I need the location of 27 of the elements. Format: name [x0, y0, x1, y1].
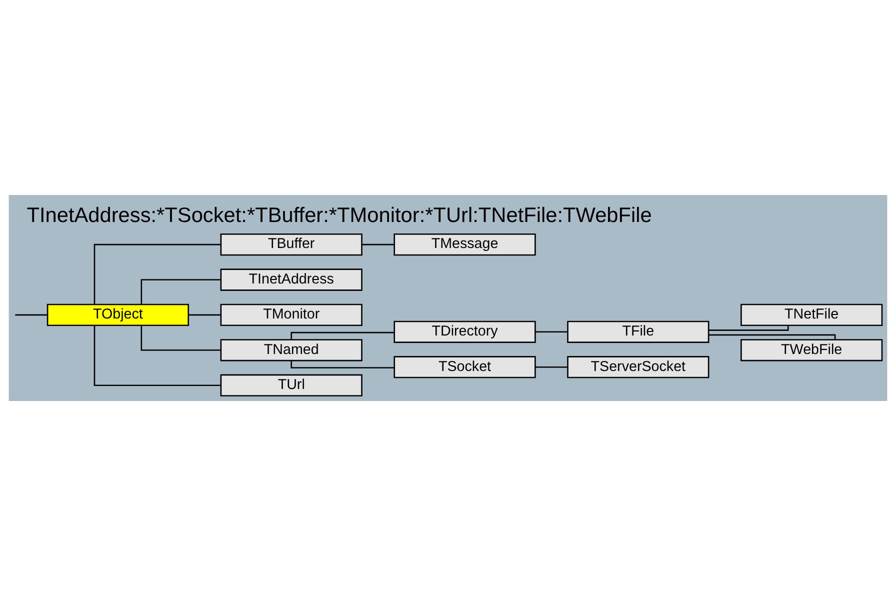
node-box: TMonitor [220, 304, 362, 326]
node-box: TMessage [394, 233, 536, 256]
node-box: TUrl [220, 374, 362, 396]
node-box: TObject [46, 304, 190, 326]
connector [290, 360, 394, 368]
connector [290, 332, 394, 340]
node-box: TWebFile [740, 339, 883, 362]
connector [94, 326, 221, 386]
node-box: TInetAddress [220, 268, 362, 291]
diagram-title: TInetAddress:*TSocket:*TBuffer:*TMonitor:*TUrl:TNetFile:TWebFile [26, 204, 652, 228]
connector [708, 326, 789, 331]
node-box: TDirectory [394, 320, 536, 343]
connector [535, 331, 568, 333]
connector [188, 314, 221, 316]
connector [94, 244, 221, 304]
connector [362, 244, 394, 246]
node-box: TServerSocket [567, 356, 710, 378]
node-box: TBuffer [220, 233, 362, 256]
connector [140, 279, 221, 304]
connector [708, 334, 836, 340]
node-box: TFile [567, 320, 710, 343]
node-box: TNamed [220, 339, 362, 362]
connector [15, 314, 48, 316]
connector [535, 366, 568, 368]
node-box: TNetFile [740, 304, 883, 326]
node-box: TSocket [394, 356, 536, 378]
connector [140, 326, 221, 351]
